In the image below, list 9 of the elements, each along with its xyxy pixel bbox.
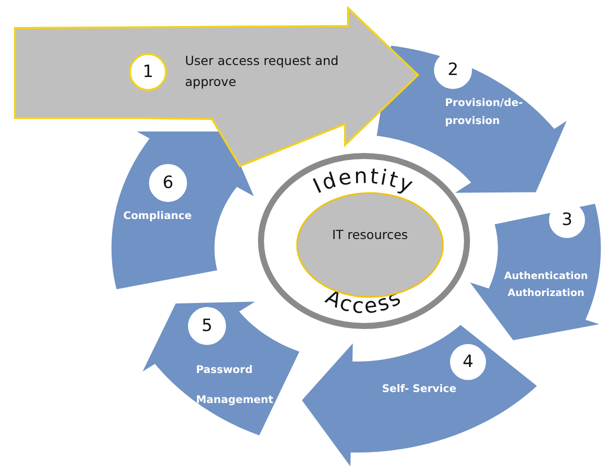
step-label: Password Management <box>196 362 274 408</box>
ring-label: Access <box>322 284 406 318</box>
ring-label: Identity <box>309 164 418 198</box>
center-label: IT resources <box>331 226 409 244</box>
step-label: Compliance <box>122 208 193 224</box>
step-label: Authentication Authorization <box>503 270 589 301</box>
step-label: Provision/de-provision <box>444 96 524 129</box>
step-label: User access request and approve <box>185 52 340 92</box>
step-label: Self- Service <box>382 382 458 397</box>
